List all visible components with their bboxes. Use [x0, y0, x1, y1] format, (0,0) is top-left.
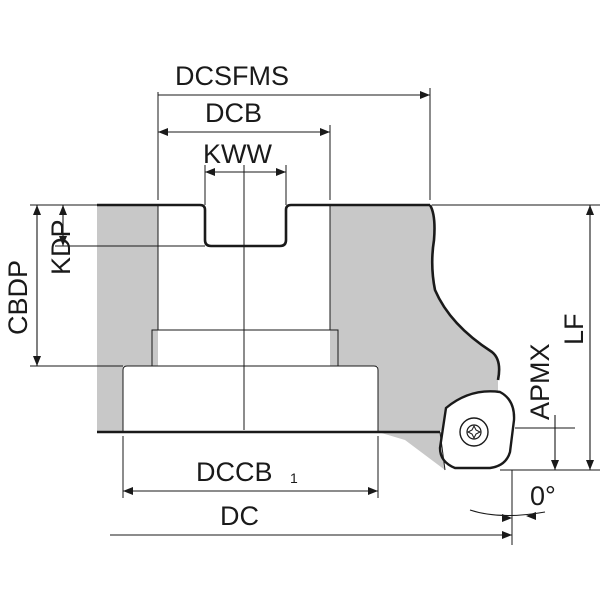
body-left-section: [97, 205, 158, 432]
dim-dcb: DCB: [157, 98, 331, 200]
dim-angle: 0°: [469, 481, 556, 522]
dim-kdp: KDP: [46, 205, 205, 275]
label-dccb-subscript: 1: [290, 470, 298, 486]
label-kdp: KDP: [46, 219, 76, 275]
label-cbdp: CBDP: [3, 260, 33, 335]
counterbore-base: [122, 365, 379, 432]
label-dcsfms: DCSFMS: [175, 61, 289, 91]
right-profile-outline: [428, 204, 501, 381]
dim-lf: LF: [432, 204, 600, 471]
cutting-insert: [438, 390, 516, 471]
body-right-section: [330, 205, 500, 432]
top-face-outline: [97, 203, 430, 248]
cutter-outline: [97, 165, 501, 434]
label-dcb: DCB: [205, 98, 262, 128]
dim-dcsfms: DCSFMS: [157, 61, 431, 200]
dim-kww: KWW: [203, 139, 287, 205]
label-kww: KWW: [203, 139, 272, 169]
insert-pocket-shadow: [378, 432, 445, 470]
label-dc: DC: [220, 501, 259, 531]
cutter-body: [97, 205, 500, 470]
label-angle: 0°: [530, 481, 556, 511]
dim-dc: DC: [110, 470, 513, 545]
torx-icon: [466, 424, 482, 440]
label-dccb: DCCB: [196, 457, 273, 487]
dim-apmx: APMX: [515, 343, 575, 470]
dim-cbdp: CBDP: [3, 204, 123, 367]
label-apmx: APMX: [525, 343, 555, 420]
insert-edge-line: [439, 431, 446, 471]
counterbore-step: [151, 329, 339, 366]
dim-dccb1: DCCB 1: [122, 436, 379, 498]
label-lf: LF: [559, 313, 589, 345]
